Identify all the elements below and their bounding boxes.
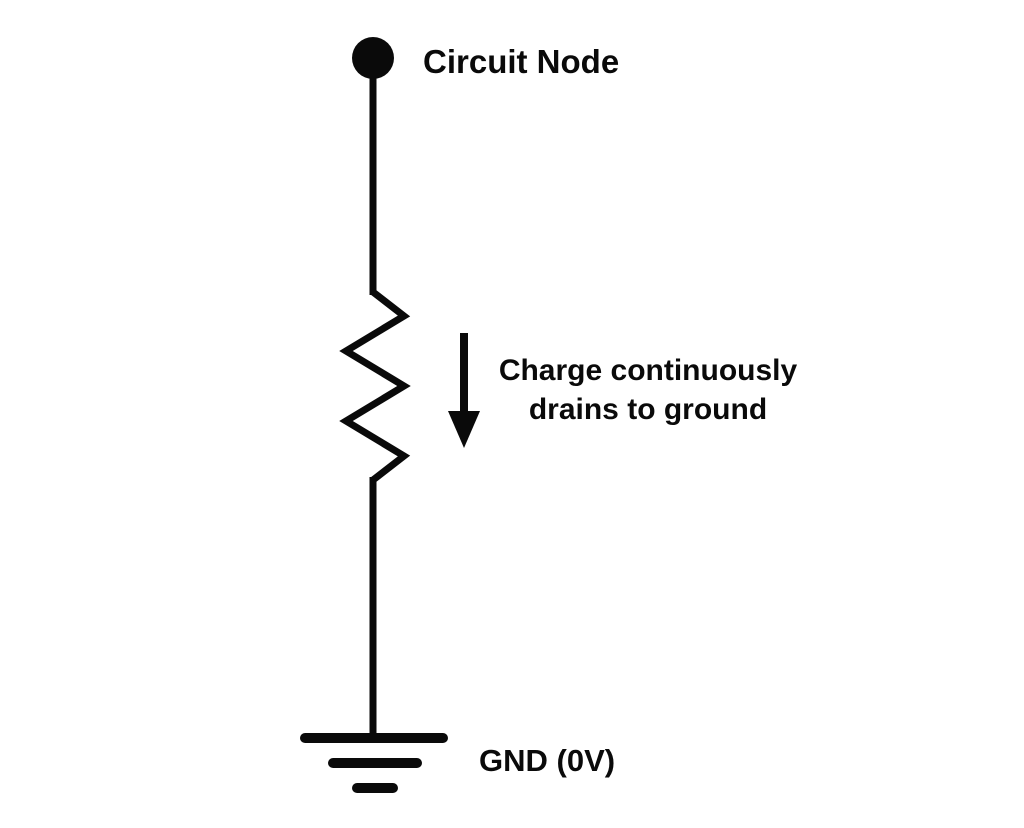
ground-label: GND (0V)	[479, 743, 616, 778]
circuit-node-dot-icon	[352, 37, 394, 79]
current-arrow-icon	[448, 333, 480, 448]
charge-drain-annotation-line2: drains to ground	[528, 393, 768, 426]
ground-symbol-icon	[300, 733, 448, 793]
resistor-icon	[339, 289, 411, 483]
current-arrow-head	[448, 411, 480, 448]
charge-drain-annotation-line1: Charge continuously	[498, 354, 798, 387]
circuit-node-label: Circuit Node	[423, 43, 620, 80]
charge-drain-annotation: Charge continuously drains to ground	[499, 351, 797, 429]
